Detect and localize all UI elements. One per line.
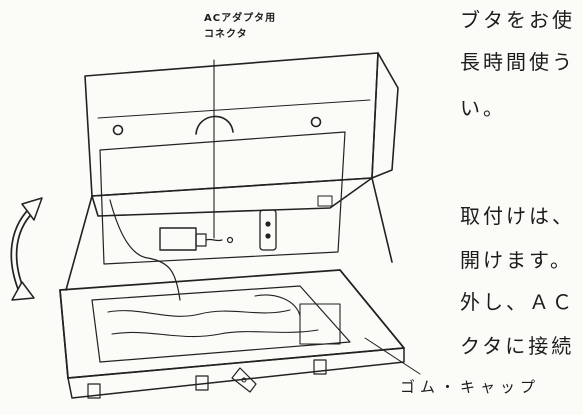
inner-panel (99, 131, 346, 265)
tray-front (67, 347, 405, 399)
lid-side (371, 52, 399, 179)
ac-adapter-connector-label: ACアダプタ用 (204, 13, 277, 24)
text-line-7: クタに接続 (460, 334, 575, 358)
text-line-4: 取付けは、 (460, 204, 575, 228)
text-line-6: 外し、ＡＣ (460, 290, 575, 314)
ac-adapter-connector-label-2: コネクタ (204, 29, 248, 40)
lid-panel (84, 52, 379, 197)
text-line-1: ブタをお使 (460, 8, 575, 32)
rubber-cap-label: ゴム・キャップ (400, 378, 541, 396)
text-line-5: 開けます。 (460, 248, 573, 272)
ac-adapter-connector (159, 227, 197, 251)
lid-ledge (91, 177, 373, 217)
rubber-cap-leader (364, 337, 421, 375)
slot-plate (259, 209, 277, 251)
text-line-3: い。 (460, 96, 506, 120)
screw-hole-left (112, 124, 124, 136)
manual-text-column: ブタをお使 長時間使う い。 取付けは、 開けます。 外し、ＡＣ クタに接続 (460, 0, 583, 370)
screw-hole-right (310, 116, 322, 128)
text-line-2: 長時間使う (460, 50, 575, 74)
cable (109, 199, 181, 301)
